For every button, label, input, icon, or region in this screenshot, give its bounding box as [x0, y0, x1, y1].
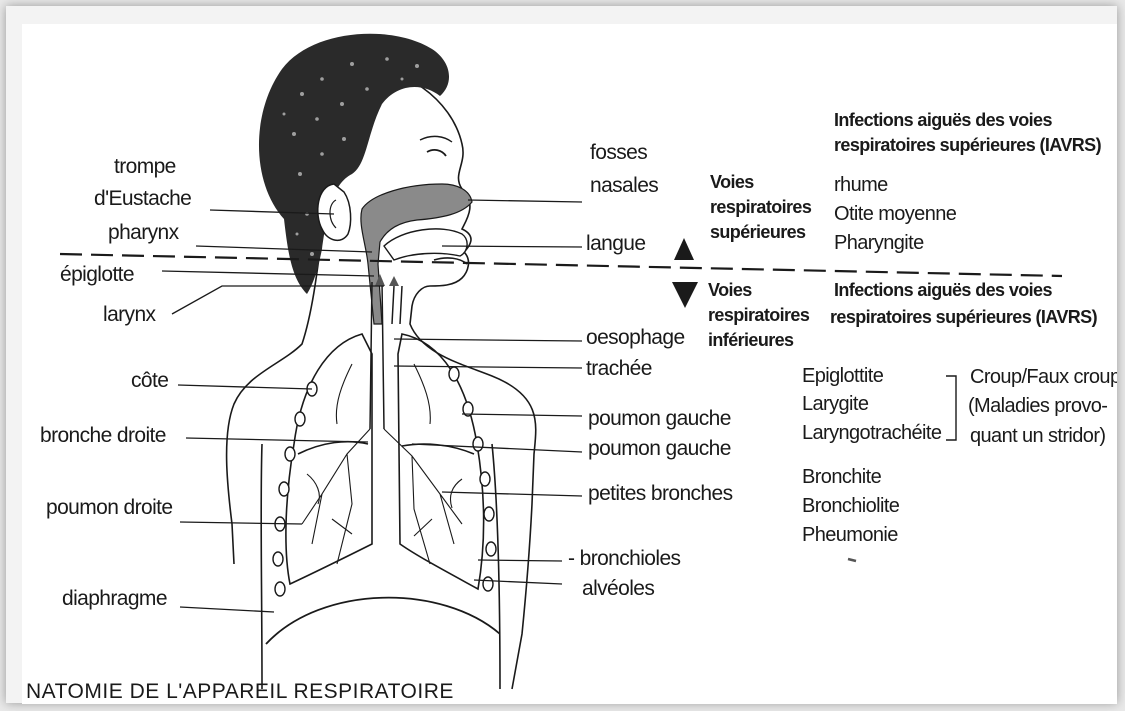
label-bronchioles: - bronchioles — [568, 547, 680, 571]
up-triangle-icon — [674, 238, 694, 260]
lower-tract-label-3: inférieures — [708, 328, 793, 353]
label-poumon-gauche-1: poumon gauche — [588, 407, 731, 431]
brow — [420, 136, 452, 142]
label-oesophage: oesophage — [586, 326, 685, 350]
label-diaphragme: diaphragme — [62, 587, 167, 611]
upper-tract-label-2: respiratoires — [710, 195, 811, 220]
leader-lines-left — [162, 210, 384, 612]
disease-epiglottite: Epiglottite — [802, 364, 883, 389]
label-poumon-gauche-2: poumon gauche — [588, 437, 731, 461]
disease-bronchiolite: Bronchiolite — [802, 494, 899, 519]
tongue — [384, 229, 467, 260]
label-cote: côte — [131, 369, 168, 393]
label-pharynx: pharynx — [108, 221, 179, 245]
label-larynx: larynx — [103, 303, 155, 327]
speck-mark — [848, 559, 856, 561]
figure-caption: NATOMIE DE L'APPAREIL RESPIRATOIRE — [26, 680, 454, 704]
label-poumon-droite: poumon droite — [46, 496, 172, 520]
croup-note-1: Croup/Faux croup — [970, 365, 1117, 390]
label-alveoles: alvéoles — [582, 577, 654, 601]
lower-infections-heading-2: respiratoires supérieures (IAVRS) — [830, 305, 1097, 330]
label-petites-bronches: petites bronches — [588, 482, 733, 506]
upper-tract-label-3: supérieures — [710, 220, 805, 245]
label-nasales: nasales — [590, 174, 658, 198]
down-triangle-icon — [672, 282, 698, 308]
diagram-sheet: trompe d'Eustache pharynx épiglotte lary… — [22, 24, 1117, 704]
ear — [318, 184, 351, 240]
label-trachee: trachée — [586, 357, 652, 381]
leader-lines-right — [394, 200, 582, 584]
lower-tract-label-1: Voies — [708, 278, 752, 303]
disease-pharyngite: Pharyngite — [834, 231, 924, 256]
disease-pheumonie: Pheumonie — [802, 523, 898, 548]
upper-infections-heading-2: respiratoires supérieures (IAVRS) — [834, 133, 1101, 158]
lower-infections-heading-1: Infections aiguës des voies — [834, 278, 1052, 303]
disease-larygite: Larygite — [802, 392, 868, 417]
hair — [259, 34, 449, 294]
croup-bracket — [946, 376, 956, 440]
ribs — [273, 367, 496, 596]
disease-rhume: rhume — [834, 173, 888, 198]
croup-note-3: quant un stridor) — [970, 424, 1105, 449]
label-epiglotte: épiglotte — [60, 263, 134, 287]
disease-bronchite: Bronchite — [802, 465, 881, 490]
lower-tract-label-2: respiratoires — [708, 303, 809, 328]
disease-laryngotracheite: Laryngotrachéite — [802, 421, 941, 446]
label-bronche-droite: bronche droite — [40, 424, 166, 448]
upper-infections-heading-1: Infections aiguës des voies — [834, 108, 1052, 133]
bronchial-tree — [302, 364, 462, 564]
label-d-eustache: d'Eustache — [94, 187, 191, 211]
croup-note-2: (Maladies provo- — [968, 394, 1107, 419]
label-langue: langue — [586, 232, 645, 256]
label-trompe: trompe — [114, 155, 176, 179]
label-fosses: fosses — [590, 141, 647, 165]
diaphragm — [266, 598, 500, 644]
image-frame: trompe d'Eustache pharynx épiglotte lary… — [6, 6, 1117, 703]
eye — [427, 150, 446, 156]
disease-otite: Otite moyenne — [834, 202, 956, 227]
upper-tract-label-1: Voies — [710, 170, 754, 195]
